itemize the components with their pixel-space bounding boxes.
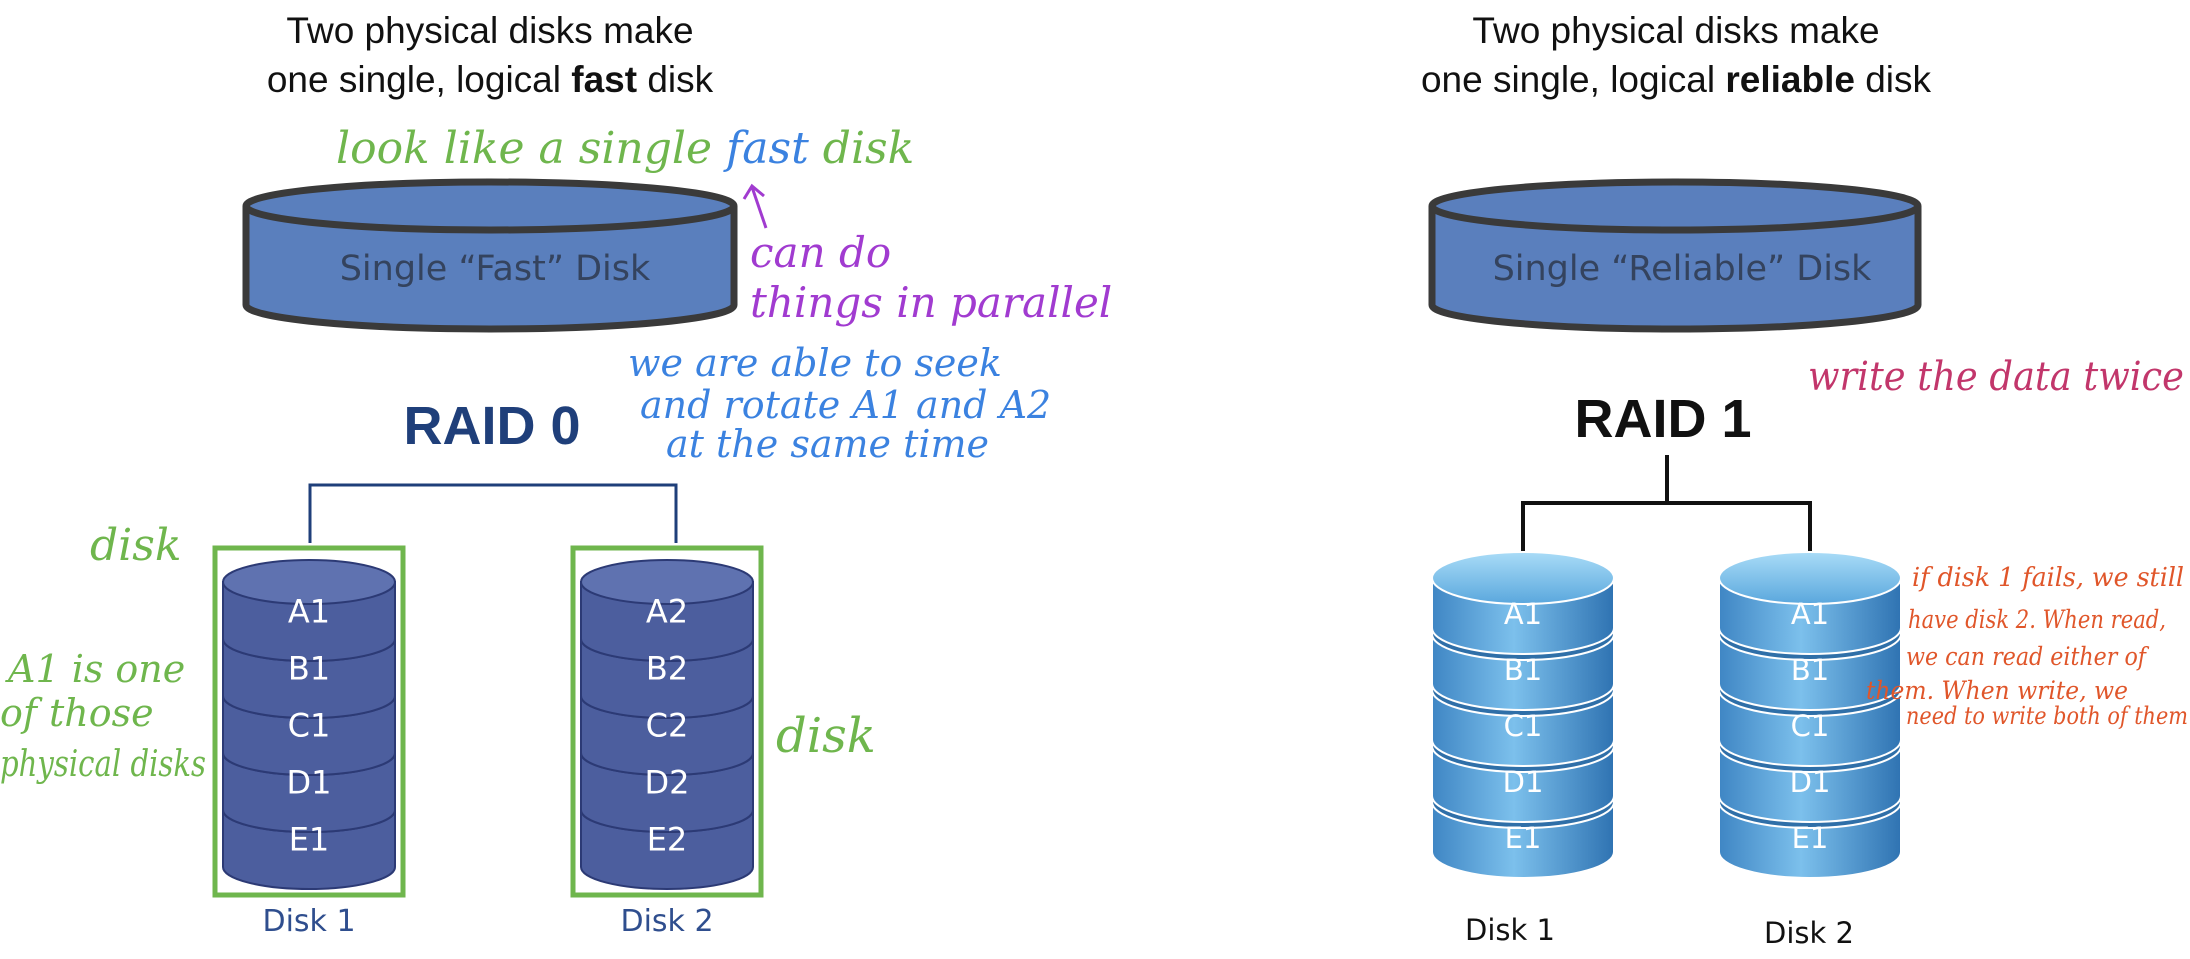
- raid1-disk1-block-label: E1: [1505, 821, 1542, 855]
- raid0-disk2-block-label: B2: [646, 650, 688, 688]
- raid0-connector: [308, 483, 678, 543]
- note-look-like: look like a single fast disk: [336, 123, 914, 174]
- raid1-disk2-label: Disk 2: [1764, 916, 1854, 950]
- right-title-line1: Two physical disks make: [1472, 10, 1879, 51]
- note-fail-line1: if disk 1 fails, we still: [1912, 563, 2184, 593]
- raid0-disk2-segment-top: [580, 559, 754, 605]
- note-fail-line4: them. When write, we: [1866, 676, 2128, 705]
- note-parallel-line2: things in parallel: [750, 278, 1112, 327]
- raid0-disk2-label: Disk 2: [620, 904, 713, 939]
- raid0-disk2-block-label: D2: [645, 764, 690, 802]
- raid0-disk2-block-label: E2: [647, 821, 688, 859]
- note-a1-line2: of those: [0, 691, 154, 735]
- raid0-title: RAID 0: [403, 396, 580, 456]
- note-seek-line3: at the same time: [666, 422, 989, 466]
- raid1-disk2-block-label: D1: [1790, 765, 1831, 799]
- note-seek-line2: and rotate A1 and A2: [640, 383, 1051, 427]
- left-title-line2: one single, logical fast disk: [267, 59, 714, 100]
- raid1-disk1-block-label: D1: [1503, 765, 1544, 799]
- note-disk-left: disk: [90, 520, 181, 571]
- note-fail-line2: have disk 2. When read,: [1908, 605, 2166, 634]
- raid0-disk1-block-label: D1: [287, 764, 332, 802]
- note-parallel-line1: can do: [750, 228, 891, 277]
- raid1-disk2-block-label: B1: [1791, 653, 1829, 687]
- raid0-disk2-box: [570, 545, 764, 898]
- raid0-disk1-block-label: C1: [288, 707, 331, 745]
- note-seek-line1: we are able to seek: [628, 341, 1002, 385]
- note-disk-right: disk: [776, 708, 876, 764]
- note-fail-line3: we can read either of: [1906, 642, 2149, 671]
- single-reliable-disk-label: Single “Reliable” Disk: [1493, 249, 1873, 289]
- raid0-disk1-segment-top: [222, 559, 396, 605]
- left-title-line1: Two physical disks make: [286, 10, 693, 51]
- raid1-disk2-block-label: C1: [1791, 709, 1830, 743]
- raid0-disk1-block-label: E1: [289, 821, 330, 859]
- note-a1-line3: physical disks: [0, 744, 206, 785]
- raid0-disk2-block-label: A2: [646, 593, 688, 631]
- note-fail-line5: need to write both of them: [1906, 702, 2188, 730]
- raid0-disk1-box: [212, 545, 406, 898]
- raid1-title: RAID 1: [1574, 389, 1751, 449]
- raid1-disk2-segment-top: [1718, 551, 1902, 605]
- raid0-disk2-block-label: C2: [646, 707, 689, 745]
- raid1-disk1-label: Disk 1: [1465, 913, 1555, 947]
- raid1-disk2-block-label: E1: [1792, 821, 1829, 855]
- raid0-disk1-block-label: B1: [288, 650, 330, 688]
- raid1-disk2-block-label: A1: [1791, 597, 1829, 631]
- raid1-disk1-block-label: A1: [1504, 597, 1542, 631]
- raid0-disk1-block-label: A1: [288, 593, 330, 631]
- raid0-disk1-label: Disk 1: [262, 904, 355, 939]
- raid1-disk1-block-label: C1: [1504, 709, 1543, 743]
- raid1-connector: [1521, 455, 1812, 575]
- raid1-disk1-segment-top: [1431, 551, 1615, 605]
- note-write-twice: write the data twice: [1808, 354, 2184, 400]
- single-fast-disk: [242, 178, 738, 333]
- note-arrow: [742, 183, 768, 229]
- single-reliable-disk: [1428, 178, 1922, 333]
- right-title-line2: one single, logical reliable disk: [1421, 59, 1932, 100]
- note-a1-line1: A1 is one: [5, 647, 185, 691]
- single-fast-disk-label: Single “Fast” Disk: [340, 249, 651, 289]
- raid1-disk1-block-label: B1: [1504, 653, 1542, 687]
